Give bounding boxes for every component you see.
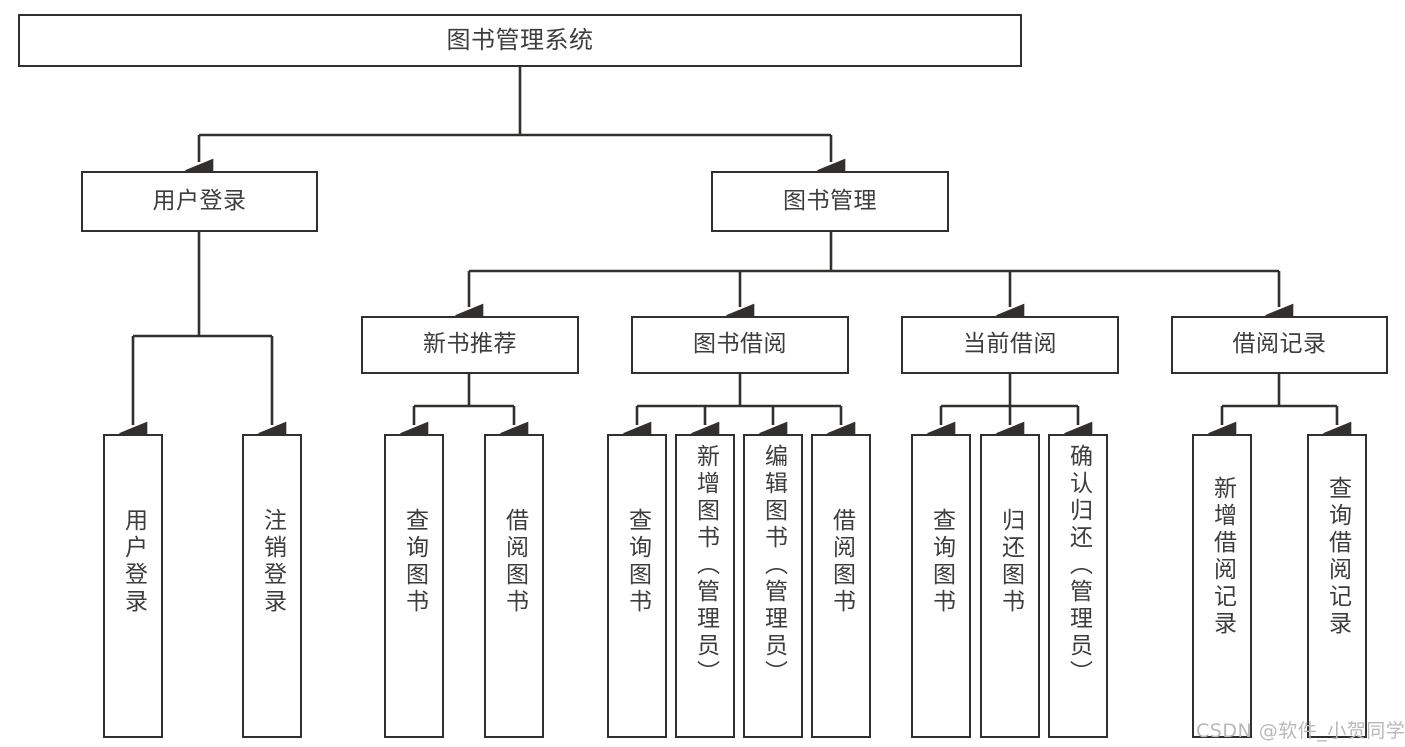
node-leaf-query-record[interactable]: 查询借阅记录 bbox=[1307, 434, 1367, 738]
node-book-borrow-label: 图书借阅 bbox=[693, 331, 787, 358]
node-leaf-user-logout-label: 注销登录 bbox=[259, 508, 286, 616]
node-book-manage[interactable]: 图书管理 bbox=[711, 171, 949, 232]
node-leaf-query-book-2[interactable]: 查询图书 bbox=[607, 434, 667, 738]
node-leaf-add-book[interactable]: 新增图书（管理员） bbox=[675, 434, 735, 738]
node-leaf-query-book-1-label: 查询图书 bbox=[401, 508, 428, 616]
node-leaf-confirm-return-label: 确认归还（管理员） bbox=[1065, 444, 1092, 687]
node-new-book-rec[interactable]: 新书推荐 bbox=[361, 316, 579, 374]
node-leaf-edit-book-label: 编辑图书（管理员） bbox=[760, 444, 787, 687]
node-leaf-user-logout[interactable]: 注销登录 bbox=[242, 434, 302, 738]
node-leaf-query-book-3-label: 查询图书 bbox=[928, 508, 955, 616]
node-root-system-label: 图书管理系统 bbox=[446, 26, 594, 55]
node-current-borrow[interactable]: 当前借阅 bbox=[901, 316, 1119, 374]
node-leaf-borrow-book-1-label: 借阅图书 bbox=[501, 508, 528, 616]
node-new-book-rec-label: 新书推荐 bbox=[423, 331, 517, 358]
node-borrow-record[interactable]: 借阅记录 bbox=[1171, 316, 1388, 374]
node-leaf-borrow-book-1[interactable]: 借阅图书 bbox=[484, 434, 544, 738]
node-leaf-query-book-2-label: 查询图书 bbox=[624, 508, 651, 616]
csdn-watermark: CSDN @软件_小贺同学 bbox=[1196, 720, 1405, 742]
node-current-borrow-label: 当前借阅 bbox=[963, 331, 1057, 358]
node-leaf-confirm-return[interactable]: 确认归还（管理员） bbox=[1048, 434, 1108, 738]
node-leaf-return-book[interactable]: 归还图书 bbox=[980, 434, 1040, 738]
node-root-system[interactable]: 图书管理系统 bbox=[18, 14, 1022, 67]
node-book-manage-label: 图书管理 bbox=[783, 187, 877, 214]
node-leaf-borrow-book-2-label: 借阅图书 bbox=[828, 508, 855, 616]
node-leaf-user-login-label: 用户登录 bbox=[120, 508, 147, 616]
node-leaf-query-book-3[interactable]: 查询图书 bbox=[911, 434, 971, 738]
node-leaf-query-record-label: 查询借阅记录 bbox=[1324, 476, 1351, 638]
node-leaf-add-book-label: 新增图书（管理员） bbox=[692, 444, 719, 687]
node-leaf-add-record-label: 新增借阅记录 bbox=[1209, 476, 1236, 638]
node-user-login[interactable]: 用户登录 bbox=[81, 171, 318, 232]
node-book-borrow[interactable]: 图书借阅 bbox=[631, 316, 849, 374]
node-leaf-return-book-label: 归还图书 bbox=[997, 508, 1024, 616]
node-leaf-borrow-book-2[interactable]: 借阅图书 bbox=[811, 434, 871, 738]
node-leaf-edit-book[interactable]: 编辑图书（管理员） bbox=[743, 434, 803, 738]
node-leaf-add-record[interactable]: 新增借阅记录 bbox=[1192, 434, 1252, 738]
node-user-login-label: 用户登录 bbox=[152, 187, 247, 214]
node-leaf-query-book-1[interactable]: 查询图书 bbox=[384, 434, 444, 738]
node-leaf-user-login[interactable]: 用户登录 bbox=[103, 434, 163, 738]
node-borrow-record-label: 借阅记录 bbox=[1232, 331, 1327, 358]
